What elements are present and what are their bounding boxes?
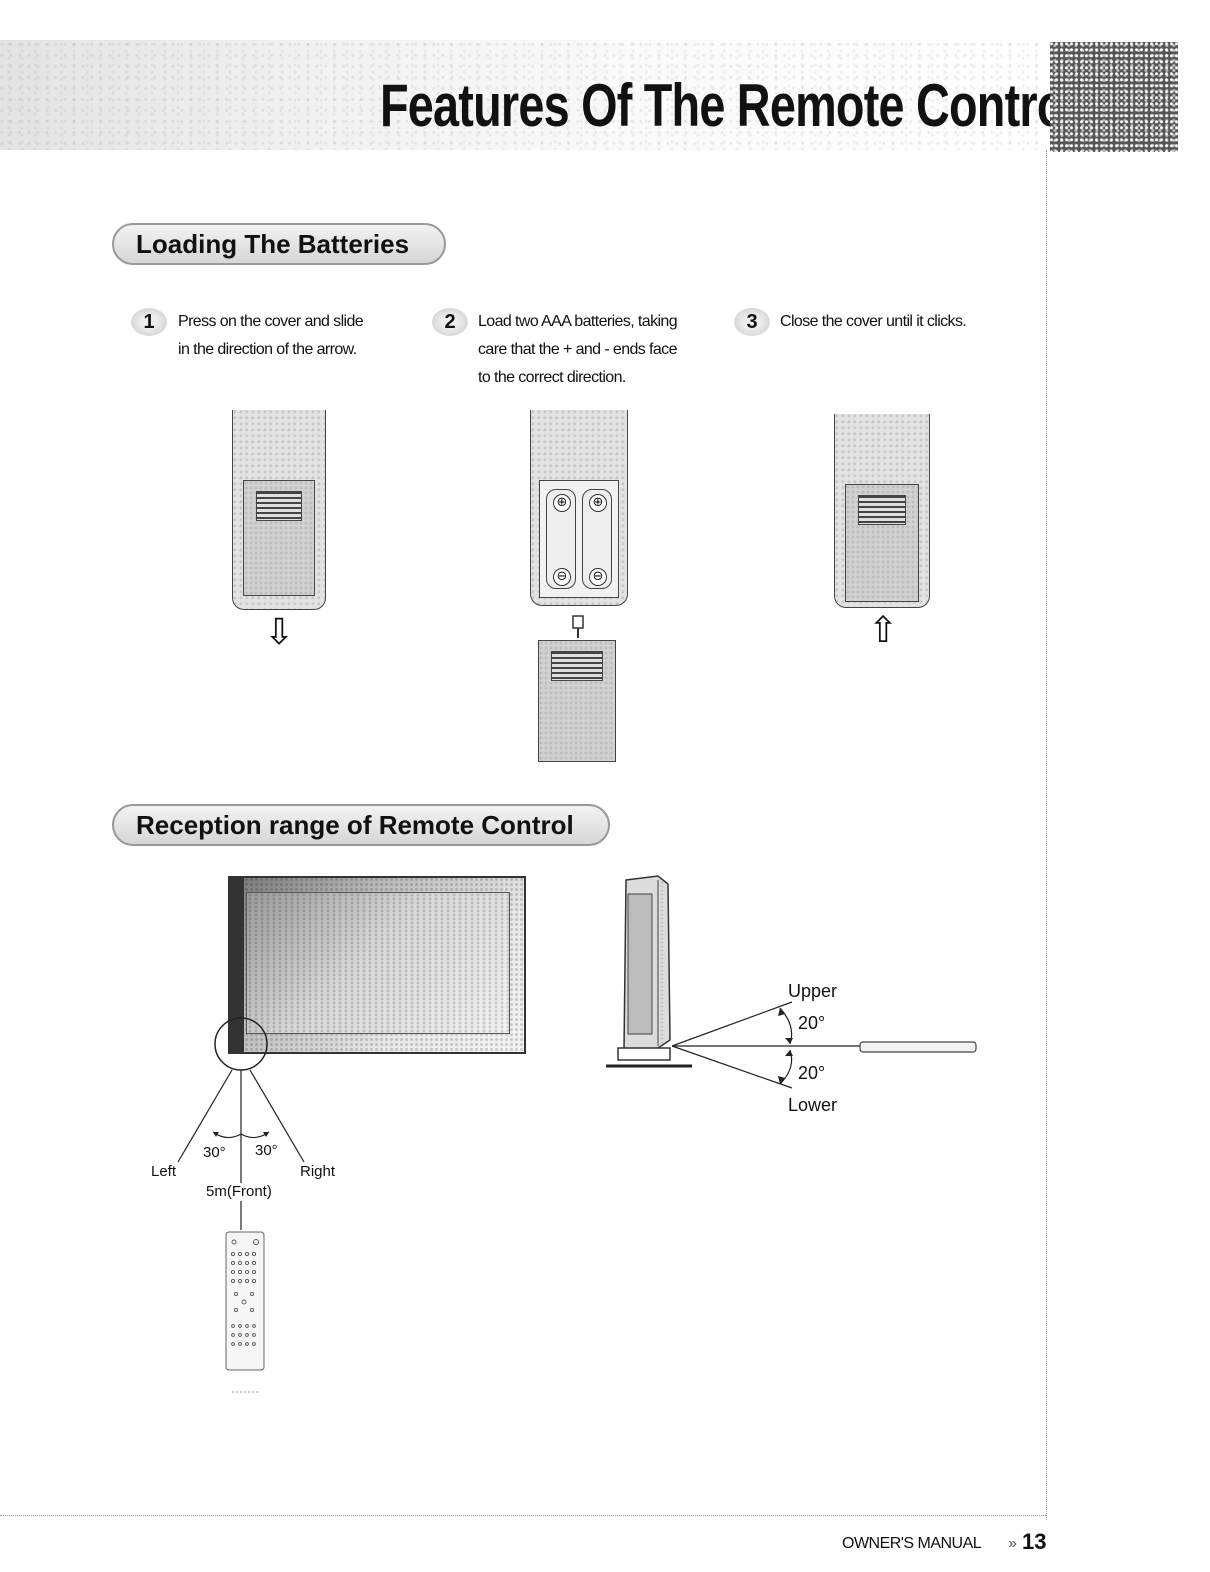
step-number-1: 1 [131,308,167,336]
battery-right: ⊕ ⊖ [582,489,612,589]
step-2-line-2: care that the + and - ends face [478,341,677,358]
tv-front-screen [246,892,510,1034]
corner-tab [1050,42,1178,152]
remote-front-illustration [225,1231,265,1393]
step-text-1: Press on the cover and slide in the dire… [178,308,428,364]
arrow-up-icon: ⇧ [868,609,899,650]
page-title: Features Of The Remote Control [380,72,1078,139]
footer-separator: » [1008,1535,1017,1552]
step-text-3: Close the cover until it clicks. [780,308,1020,336]
page-number: 13 [1022,1529,1047,1554]
step-1-line-2: in the direction of the arrow. [178,341,357,358]
battery-minus-icon: ⊖ [589,568,607,586]
cover-latch-icon [572,615,584,638]
step-1-line-1: Press on the cover and slide [178,313,364,330]
label-lower: Lower [788,1095,838,1115]
front-left-angle: 30° [203,1144,226,1161]
header-texture [0,40,1040,150]
bottom-rule [0,1515,1046,1516]
tv-front-bezel [230,878,244,1052]
battery-plus-icon: ⊕ [589,494,607,512]
label-front-distance: 5m(Front) [206,1183,272,1201]
remote-back-illustration-1 [232,410,326,610]
right-margin-rule [1046,150,1047,1520]
side-angle-diagram [606,875,977,1089]
label-left: Left [151,1163,177,1180]
upper-angle: 20° [798,1013,826,1033]
front-right-angle: 30° [255,1142,278,1159]
tv-front-illustration [228,876,526,1054]
arrow-down-icon: ⇩ [264,611,295,652]
step-text-2: Load two AAA batteries, taking care that… [478,308,738,392]
label-right: Right [300,1163,336,1180]
removed-battery-cover [538,640,616,762]
cover-grip [256,491,302,521]
remote-back-illustration-3 [834,414,930,608]
cover-grip [858,495,906,525]
lower-angle: 20° [798,1063,826,1083]
label-upper: Upper [788,981,838,1001]
battery-compartment: ⊕ ⊖ ⊕ ⊖ [539,480,619,598]
battery-left: ⊕ ⊖ [546,489,576,589]
section-heading-loading: Loading The Batteries [112,223,446,265]
step-3-line-1: Close the cover until it clicks. [780,313,967,330]
battery-minus-icon: ⊖ [553,568,571,586]
front-angle-diagram [177,1017,305,1230]
battery-cover [243,480,315,596]
battery-plus-icon: ⊕ [553,494,571,512]
section-heading-reception: Reception range of Remote Control [112,804,610,846]
step-number-3: 3 [734,308,770,336]
cover-grip [551,651,603,681]
step-2-line-3: to the correct direction. [478,369,626,386]
battery-cover-closed [845,484,919,602]
step-number-2: 2 [432,308,468,336]
footer-manual-label: OWNER'S MANUAL [842,1535,982,1552]
step-2-line-1: Load two AAA batteries, taking [478,313,678,330]
remote-back-illustration-2: ⊕ ⊖ ⊕ ⊖ [530,410,628,606]
